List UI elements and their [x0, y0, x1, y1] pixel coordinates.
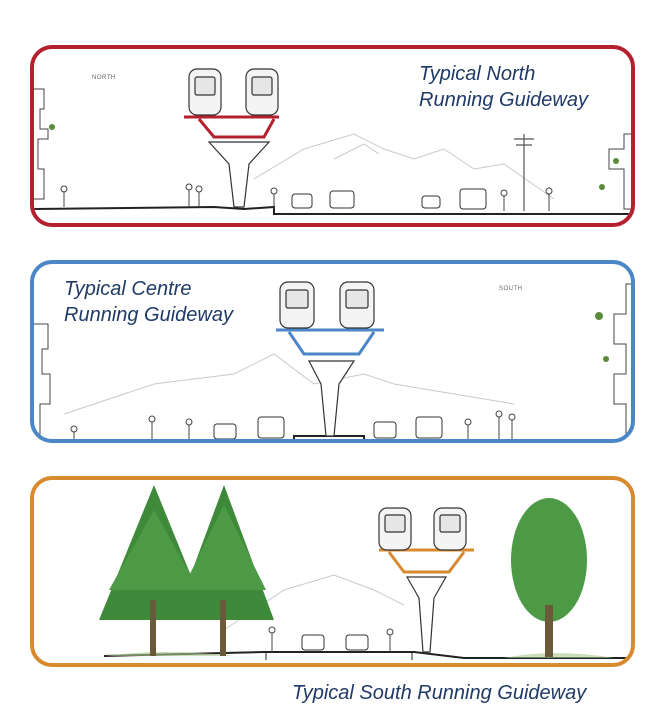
building-icon [613, 283, 631, 435]
grass [104, 652, 234, 656]
train-icon [188, 68, 279, 116]
north-section-drawing [34, 68, 631, 215]
centre-section-drawing [34, 281, 631, 439]
panel-title: Typical North Running Guideway [419, 63, 588, 111]
guideway-column-icon [405, 576, 448, 653]
guideway-column-icon [207, 141, 271, 208]
guideway-deck [379, 548, 474, 574]
car-icon [291, 188, 487, 210]
centre-guideway-panel: SOUTH Typical Centre Running Guideway [30, 260, 635, 443]
pedestrian-icon [268, 626, 394, 652]
mountain-icon [63, 353, 515, 415]
grass [504, 653, 614, 658]
building-icon [34, 88, 49, 200]
utility-pole-icon [514, 134, 534, 211]
panel-title: Typical Centre Running Guideway [64, 278, 233, 326]
direction-label: SOUTH [499, 286, 523, 292]
pedestrian-icon [60, 183, 553, 211]
guideway-deck [276, 328, 384, 356]
train-icon [378, 507, 467, 551]
direction-label: NORTH [92, 75, 116, 81]
tree-icon [174, 485, 274, 656]
ground-line [293, 435, 365, 439]
plant-icon [595, 312, 609, 362]
tree-icon [511, 498, 587, 657]
car-icon [213, 416, 443, 439]
north-guideway-panel: NORTH Typical North Running Guideway [30, 45, 635, 227]
guideway-column-icon [308, 360, 356, 437]
ground-line [34, 205, 631, 215]
tree-icon [99, 485, 209, 656]
south-panel-title: Typical South Running Guideway [292, 682, 587, 704]
mountain-icon [253, 133, 555, 200]
building-icon [608, 133, 631, 210]
plant-icon [49, 124, 619, 190]
pedestrian-icon [70, 410, 516, 439]
south-guideway-panel [30, 476, 635, 667]
guideway-deck [184, 115, 279, 139]
train-icon [279, 281, 375, 329]
south-section-drawing [99, 485, 631, 660]
building-icon [34, 323, 51, 435]
car-icon [301, 634, 369, 651]
